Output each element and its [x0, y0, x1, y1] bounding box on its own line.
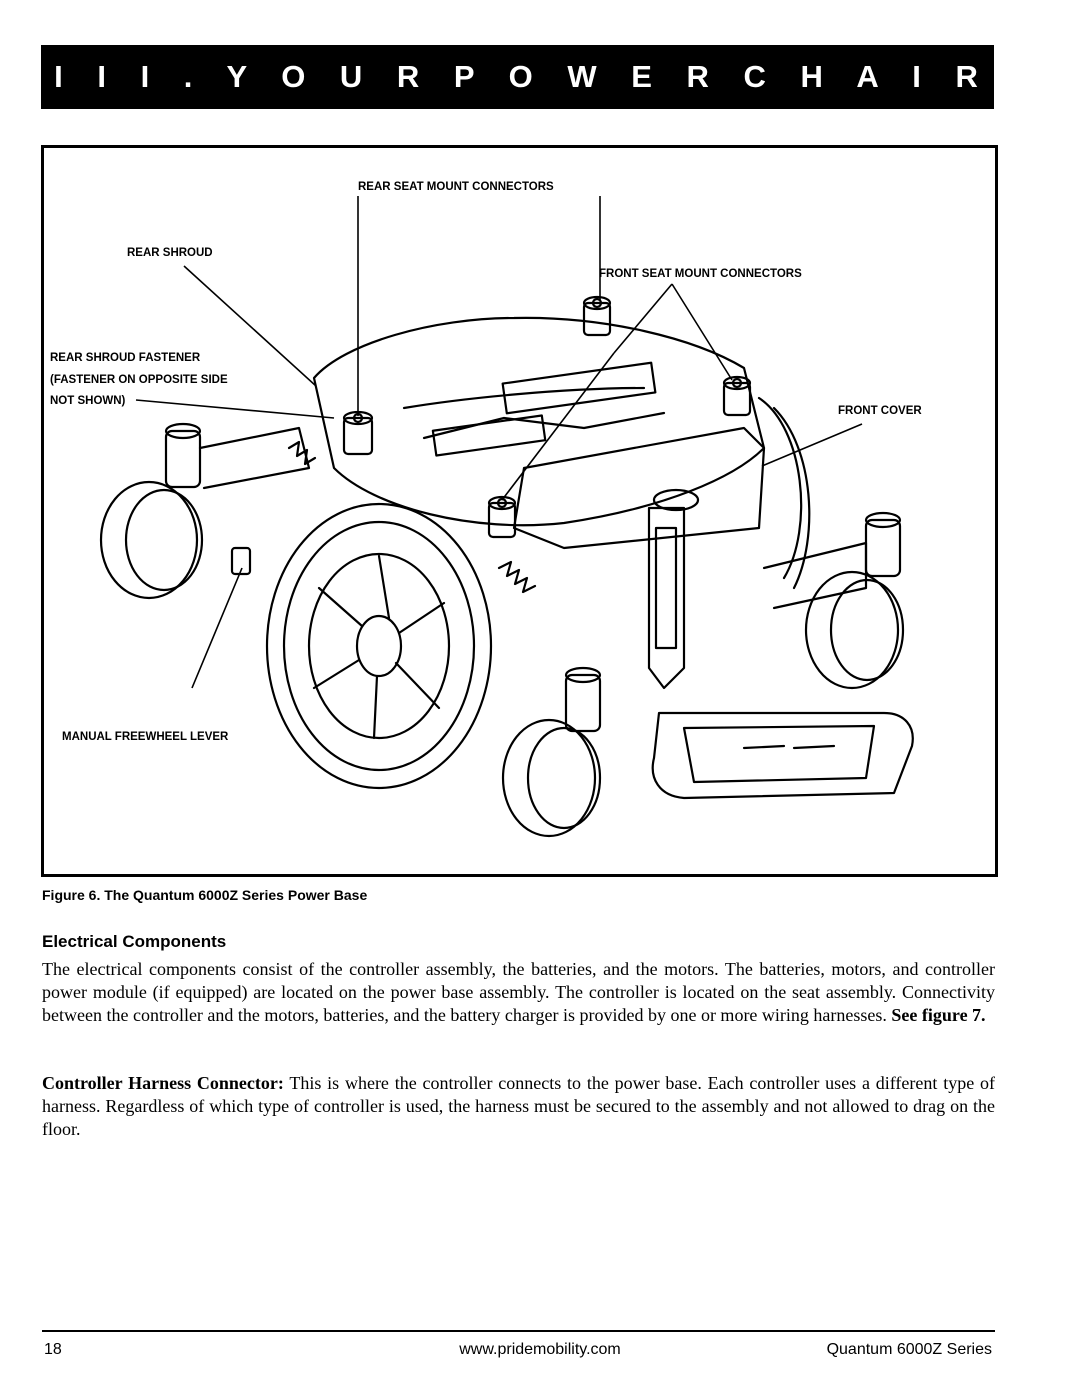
figure-caption: Figure 6. The Quantum 6000Z Series Power…	[42, 887, 368, 903]
figure-frame: REAR SEAT MOUNT CONNECTORS REAR SHROUD F…	[41, 145, 998, 877]
label-rear-seat-mount-connectors: REAR SEAT MOUNT CONNECTORS	[358, 181, 554, 193]
power-base-illustration: REAR SEAT MOUNT CONNECTORS REAR SHROUD F…	[50, 181, 922, 838]
label-rear-shroud-fastener: REAR SHROUD FASTENER	[50, 352, 201, 364]
label-rear-shroud-fastener-note: (FASTENER ON OPPOSITE SIDE	[50, 374, 228, 386]
footer-rule	[42, 1330, 995, 1332]
rear-left-caster	[99, 422, 311, 600]
drive-wheel	[265, 502, 493, 790]
paragraph2-text: This is where the controller connects to…	[42, 1073, 995, 1139]
section-heading: Electrical Components	[42, 932, 227, 951]
rear-seat-mount-post-left	[342, 410, 374, 456]
section-banner: I I I . Y O U R P O W E R C H A I R	[41, 45, 994, 109]
rear-seat-mount-post-right	[582, 295, 612, 337]
footer-series-name: Quantum 6000Z Series	[826, 1341, 992, 1358]
paragraph-electrical-components: The electrical components consist of the…	[42, 958, 995, 1027]
front-left-caster	[501, 666, 602, 838]
label-front-cover: FRONT COVER	[838, 405, 922, 417]
front-cover-shape	[512, 426, 766, 550]
front-seat-mount-post-left	[487, 495, 517, 539]
label-rear-shroud: REAR SHROUD	[127, 247, 213, 259]
label-rear-shroud-fastener-note-2: NOT SHOWN)	[50, 395, 126, 407]
term-controller-harness-connector: Controller Harness Connector:	[42, 1073, 284, 1093]
page-number: 18	[44, 1341, 62, 1358]
label-front-seat-mount-connectors: FRONT SEAT MOUNT CONNECTORS	[599, 268, 802, 280]
footer-url[interactable]: www.pridemobility.com	[459, 1341, 621, 1358]
figure-reference: See figure 7.	[891, 1005, 986, 1025]
rear-right-caster	[762, 511, 905, 690]
front-seat-mount-post-right	[722, 375, 752, 417]
footplate	[651, 711, 914, 800]
paragraph-controller-harness: Controller Harness Connector: This is wh…	[42, 1072, 995, 1141]
paragraph1-text: The electrical components consist of the…	[42, 959, 995, 1025]
label-manual-freewheel-lever: MANUAL FREEWHEEL LEVER	[62, 731, 229, 743]
